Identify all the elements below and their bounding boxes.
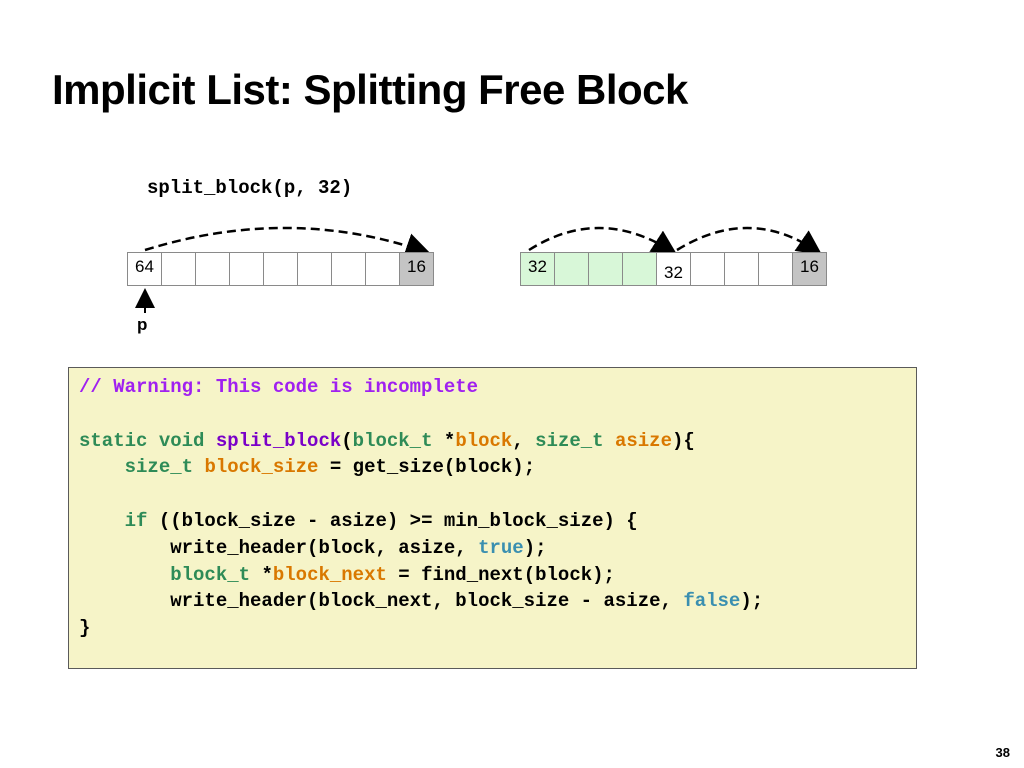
code-line-blank: [79, 401, 916, 428]
after-first-next-arrow: [528, 226, 678, 255]
code-text: }: [79, 617, 91, 640]
bool-true: true: [478, 536, 524, 559]
pointer-label: p: [137, 315, 148, 334]
next-block-header-cell: 16: [793, 252, 827, 286]
code-text: );: [523, 536, 547, 559]
function-name: split_block: [215, 429, 342, 452]
next-block-header-cell: 16: [400, 252, 434, 286]
page-number: 38: [995, 745, 1010, 760]
payload-cell: [332, 252, 366, 286]
free-payload-cell: [759, 252, 793, 286]
code-text: ,: [512, 429, 536, 452]
before-split-block: 64 16: [127, 252, 434, 286]
type-size-t: size_t: [535, 429, 604, 452]
code-line-block-next: block_t *block_next = find_next(block);: [79, 562, 916, 589]
slide-title: Implicit List: Splitting Free Block: [52, 66, 688, 113]
indent: [79, 537, 170, 559]
payload-cell: [264, 252, 298, 286]
code-text: write_header(block, asize,: [170, 536, 479, 559]
free-header-cell: 32: [657, 252, 691, 286]
code-line-if: if ((block_size - asize) >= min_block_si…: [79, 508, 916, 535]
code-text: ((block_size - asize) >= min_block_size)…: [147, 509, 638, 532]
code-line-comment: // Warning: This code is incomplete: [79, 374, 916, 401]
code-text: write_header(block_next, block_size - as…: [170, 590, 684, 613]
code-line-close: }: [79, 615, 916, 642]
indent: [79, 510, 125, 532]
bool-false: false: [683, 590, 741, 613]
allocated-payload-cell: [589, 252, 623, 286]
keyword-if: if: [124, 509, 148, 532]
code-text: *: [432, 429, 456, 452]
code-text: ){: [671, 429, 695, 452]
param-block: block: [455, 429, 513, 452]
after-split-block: 32 32 16: [520, 252, 827, 286]
function-call-label: split_block(p, 32): [147, 177, 353, 199]
code-line-blank: [79, 481, 916, 508]
allocated-header-cell: 32: [521, 252, 555, 286]
var-block-next: block_next: [272, 563, 387, 586]
payload-cell: [162, 252, 196, 286]
keyword-void: void: [158, 429, 205, 452]
free-payload-cell: [691, 252, 725, 286]
allocated-payload-cell: [623, 252, 657, 286]
code-box: // Warning: This code is incomplete stati…: [68, 367, 917, 669]
code-comment: // Warning: This code is incomplete: [79, 376, 479, 398]
code-line-signature: static void split_block(block_t *block, …: [79, 428, 916, 455]
code-line-write-header-2: write_header(block_next, block_size - as…: [79, 588, 916, 615]
payload-cell: [298, 252, 332, 286]
code-text: = find_next(block);: [386, 563, 615, 586]
code-text: = get_size(block);: [318, 456, 536, 479]
type-size-t: size_t: [124, 456, 194, 479]
payload-cell: [196, 252, 230, 286]
header-cell: 64: [128, 252, 162, 286]
after-second-next-arrow: [676, 226, 823, 255]
code-text: );: [740, 590, 764, 613]
before-next-arrow: [144, 226, 431, 258]
type-block-t: block_t: [170, 563, 251, 586]
code-text: (: [341, 429, 353, 452]
indent: [79, 456, 125, 478]
code-line-block-size: size_t block_size = get_size(block);: [79, 454, 916, 481]
payload-cell: [230, 252, 264, 286]
code-text: *: [250, 563, 273, 586]
param-asize: asize: [614, 429, 672, 452]
code-line-write-header-1: write_header(block, asize, true);: [79, 535, 916, 562]
indent: [79, 564, 170, 586]
var-block-size: block_size: [204, 456, 319, 479]
free-payload-cell: [725, 252, 759, 286]
payload-cell: [366, 252, 400, 286]
keyword-static: static: [79, 429, 148, 452]
allocated-payload-cell: [555, 252, 589, 286]
type-block-t: block_t: [352, 429, 433, 452]
indent: [79, 590, 170, 612]
